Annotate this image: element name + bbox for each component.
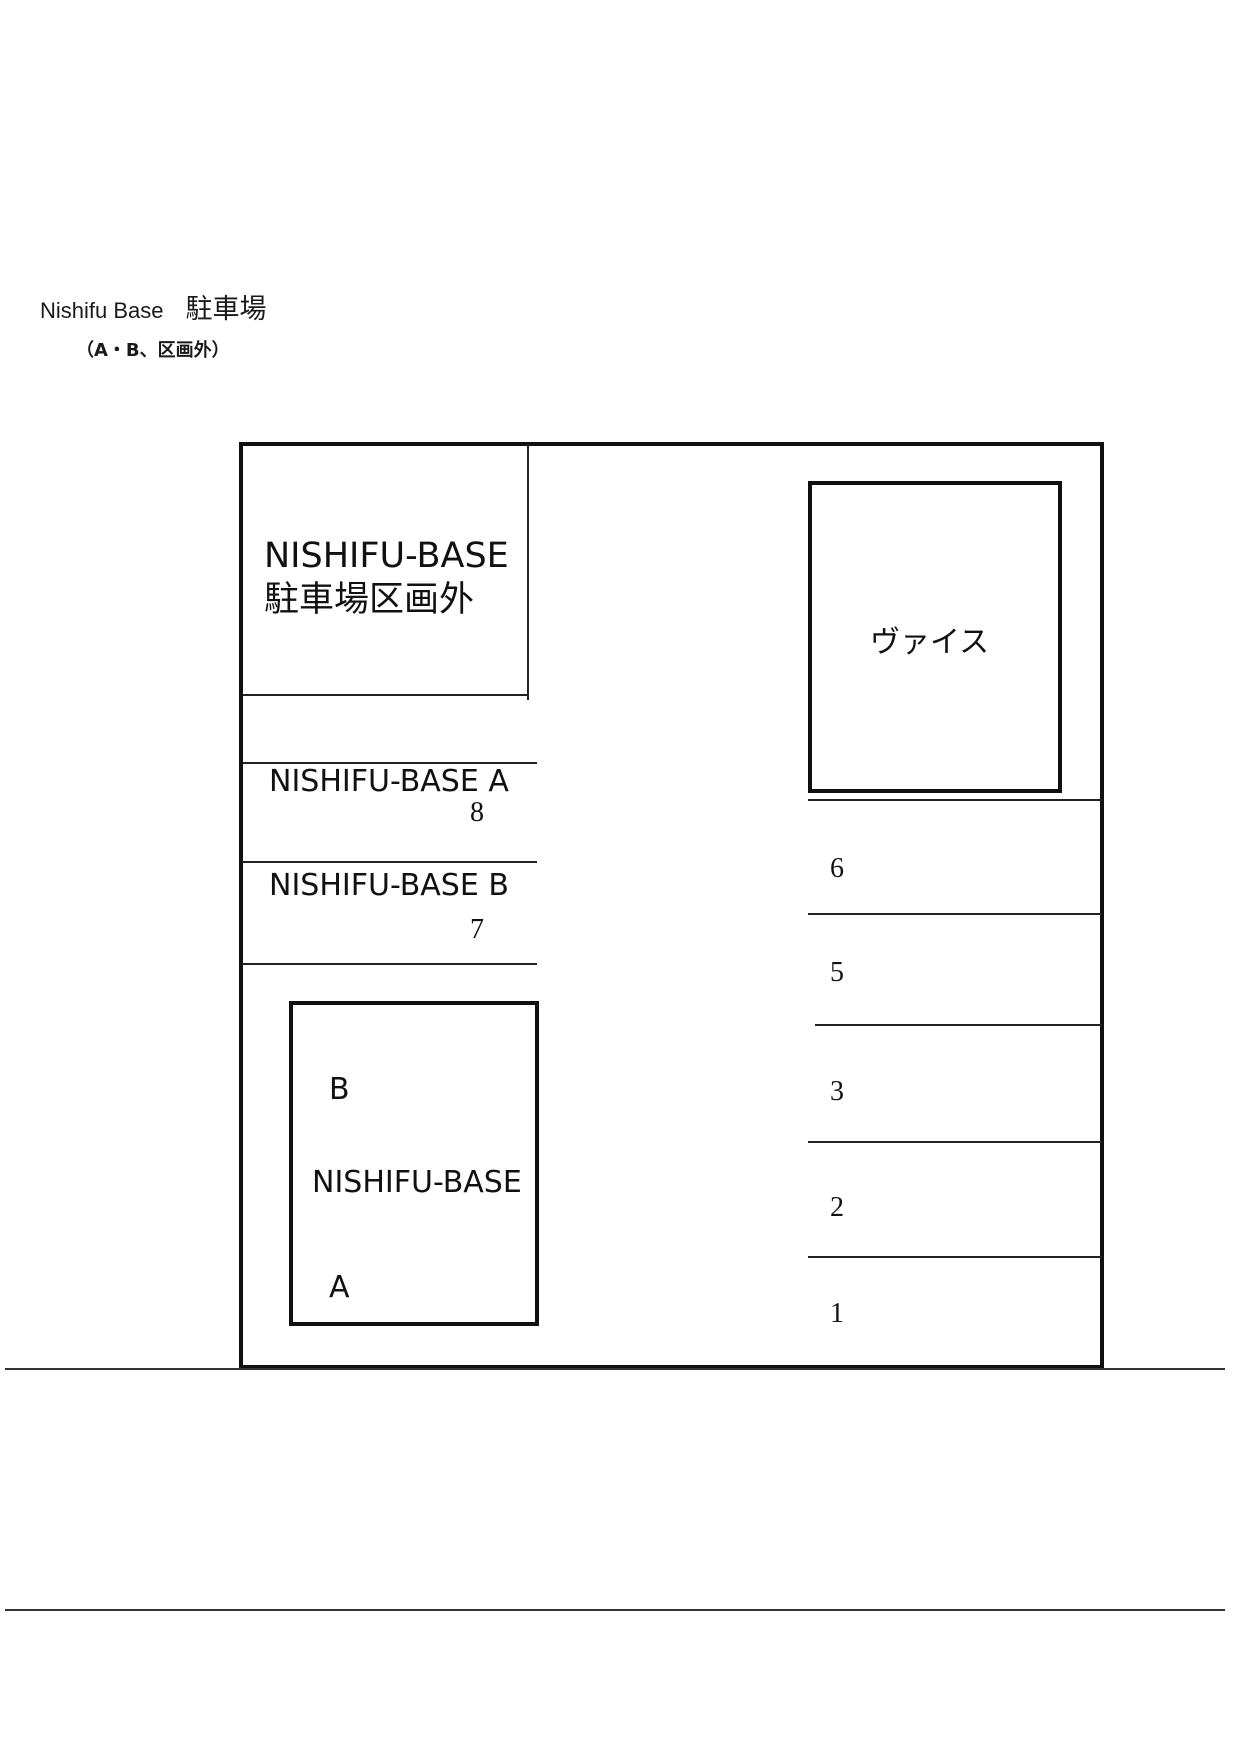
weiss-label: ヴァイス [870, 625, 990, 660]
title-en: Nishifu Base [40, 298, 164, 323]
space-divider [243, 861, 537, 863]
space-8-number: 8 [470, 797, 484, 828]
outside-area-line1: NISHIFU-BASE [264, 536, 509, 576]
space-divider [243, 963, 537, 965]
space-1-number: 1 [830, 1298, 844, 1329]
space-6-number: 6 [830, 853, 844, 884]
space-divider [815, 1024, 1102, 1026]
page-subtitle: （A・B、区画外） [76, 340, 230, 361]
weiss-building [808, 481, 1062, 793]
space-divider [808, 799, 1102, 801]
outside-area-line2: 駐車場区画外 [264, 580, 475, 620]
road-edge-line [5, 1609, 1225, 1611]
space-divider [808, 913, 1102, 915]
page-title: Nishifu Base 駐車場 [40, 287, 267, 326]
space-7-label: NISHIFU-BASE B [269, 868, 509, 903]
building-tag-a: A [329, 1270, 350, 1305]
nishifu-base-building [289, 1001, 539, 1326]
outside-area-label: NISHIFU-BASE 駐車場区画外 [264, 534, 509, 622]
space-3-number: 3 [830, 1076, 844, 1107]
outside-area-bottom-line [243, 694, 528, 696]
space-divider [243, 762, 537, 764]
space-2-number: 2 [830, 1192, 844, 1223]
road-edge-line [5, 1368, 1225, 1370]
space-divider [808, 1256, 1102, 1258]
space-8-label: NISHIFU-BASE A [269, 764, 509, 799]
space-7-number: 7 [470, 914, 484, 945]
parking-lot-boundary [239, 442, 1104, 1369]
building-label: NISHIFU-BASE [312, 1165, 522, 1200]
title-jp: 駐車場 [185, 294, 267, 325]
space-5-number: 5 [830, 957, 844, 988]
building-tag-b: B [329, 1072, 350, 1107]
space-divider [808, 1141, 1102, 1143]
outside-area-divider [527, 444, 529, 700]
